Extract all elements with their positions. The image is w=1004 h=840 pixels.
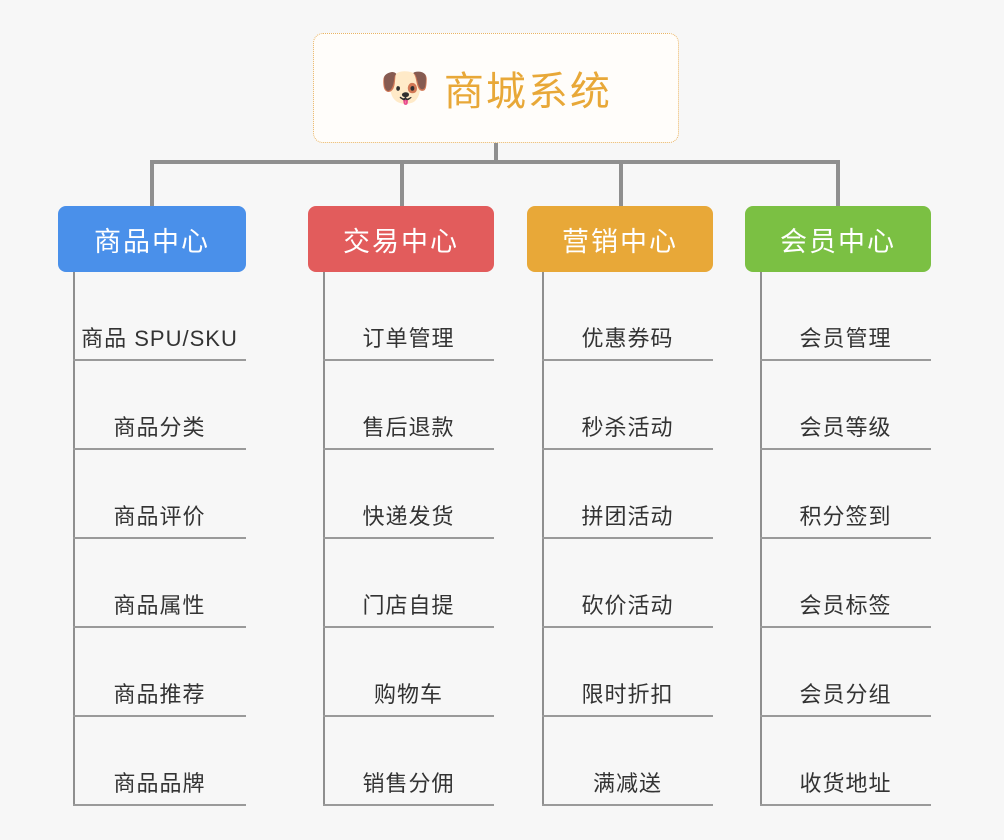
branch-column-1: 商品中心商品 SPU/SKU 商品分类商品评价商品属性商品推荐商品品牌	[58, 206, 246, 806]
leaf-item[interactable]: 会员等级	[760, 361, 931, 450]
leaf-item-label: 拼团活动	[581, 504, 674, 529]
leaf-item-label: 秒杀活动	[581, 415, 674, 440]
leaf-item-label: 商品评价	[113, 504, 206, 529]
leaf-item-label: 商品 SPU/SKU	[81, 326, 238, 351]
leaf-item[interactable]: 商品分类	[73, 361, 246, 450]
leaf-item[interactable]: 收货地址	[760, 717, 931, 806]
branch-header-2[interactable]: 交易中心	[308, 206, 494, 272]
leaf-item-label: 优惠券码	[581, 326, 674, 351]
leaf-item[interactable]: 商品品牌	[73, 717, 246, 806]
dog-face-icon: 🐶	[380, 66, 430, 110]
leaf-item-label: 会员标签	[799, 593, 892, 618]
connector-drop-2	[400, 160, 404, 208]
connector-drop-3	[619, 160, 623, 208]
leaf-item-label: 积分签到	[799, 504, 892, 529]
connector-drop-4	[836, 160, 840, 208]
leaf-item[interactable]: 优惠券码	[542, 272, 713, 361]
connector-trunk-1	[73, 272, 75, 806]
branch-header-label: 交易中心	[343, 226, 459, 257]
branch-items-3: 优惠券码秒杀活动拼团活动砍价活动限时折扣满减送	[527, 272, 713, 806]
connector-trunk-4	[760, 272, 762, 806]
branch-items-2: 订单管理售后退款快递发货门店自提购物车销售分佣	[308, 272, 494, 806]
leaf-item[interactable]: 砍价活动	[542, 539, 713, 628]
leaf-item[interactable]: 商品属性	[73, 539, 246, 628]
leaf-item[interactable]: 商品 SPU/SKU	[73, 272, 246, 361]
connector-trunk-2	[323, 272, 325, 806]
leaf-item-label: 快递发货	[362, 504, 455, 529]
leaf-item-label: 订单管理	[362, 326, 455, 351]
leaf-item-label: 商品属性	[113, 593, 206, 618]
leaf-item[interactable]: 积分签到	[760, 450, 931, 539]
leaf-item[interactable]: 商品推荐	[73, 628, 246, 717]
branch-items-4: 会员管理会员等级积分签到会员标签会员分组收货地址	[745, 272, 931, 806]
leaf-item-label: 会员管理	[799, 326, 892, 351]
root-node-title: 商城系统	[443, 70, 612, 114]
leaf-item-label: 售后退款	[362, 415, 455, 440]
leaf-item-label: 满减送	[592, 771, 662, 796]
leaf-item[interactable]: 限时折扣	[542, 628, 713, 717]
leaf-item[interactable]: 快递发货	[323, 450, 494, 539]
leaf-item-label: 限时折扣	[581, 682, 674, 707]
branch-column-3: 营销中心优惠券码秒杀活动拼团活动砍价活动限时折扣满减送	[527, 206, 713, 806]
leaf-item[interactable]: 购物车	[323, 628, 494, 717]
leaf-item[interactable]: 商品评价	[73, 450, 246, 539]
leaf-item-label: 商品推荐	[113, 682, 206, 707]
leaf-item-label: 购物车	[373, 682, 443, 707]
leaf-item-label: 收货地址	[799, 771, 892, 796]
leaf-item[interactable]: 售后退款	[323, 361, 494, 450]
leaf-item[interactable]: 拼团活动	[542, 450, 713, 539]
branch-items-1: 商品 SPU/SKU 商品分类商品评价商品属性商品推荐商品品牌	[58, 272, 246, 806]
leaf-item[interactable]: 订单管理	[323, 272, 494, 361]
connector-trunk-3	[542, 272, 544, 806]
leaf-item-label: 商品分类	[113, 415, 206, 440]
leaf-item[interactable]: 销售分佣	[323, 717, 494, 806]
leaf-item-label: 销售分佣	[362, 771, 455, 796]
connector-drop-1	[150, 160, 154, 208]
leaf-item-label: 会员分组	[799, 682, 892, 707]
branch-header-label: 商品中心	[94, 226, 210, 257]
root-node[interactable]: 🐶 商城系统	[313, 33, 679, 143]
leaf-item[interactable]: 满减送	[542, 717, 713, 806]
branch-header-3[interactable]: 营销中心	[527, 206, 713, 272]
leaf-item[interactable]: 会员管理	[760, 272, 931, 361]
connector-horizontal-bus	[150, 160, 840, 164]
leaf-item[interactable]: 秒杀活动	[542, 361, 713, 450]
leaf-item-label: 会员等级	[799, 415, 892, 440]
leaf-item-label: 门店自提	[362, 593, 455, 618]
leaf-item-label: 砍价活动	[581, 593, 674, 618]
leaf-item[interactable]: 会员分组	[760, 628, 931, 717]
branch-column-2: 交易中心订单管理售后退款快递发货门店自提购物车销售分佣	[308, 206, 494, 806]
leaf-item[interactable]: 门店自提	[323, 539, 494, 628]
connector-root-stem	[494, 143, 498, 164]
leaf-item-label: 商品品牌	[113, 771, 206, 796]
branch-header-1[interactable]: 商品中心	[58, 206, 246, 272]
branch-column-4: 会员中心会员管理会员等级积分签到会员标签会员分组收货地址	[745, 206, 931, 806]
leaf-item[interactable]: 会员标签	[760, 539, 931, 628]
branch-header-label: 会员中心	[780, 226, 896, 257]
branch-header-label: 营销中心	[562, 226, 678, 257]
branch-header-4[interactable]: 会员中心	[745, 206, 931, 272]
